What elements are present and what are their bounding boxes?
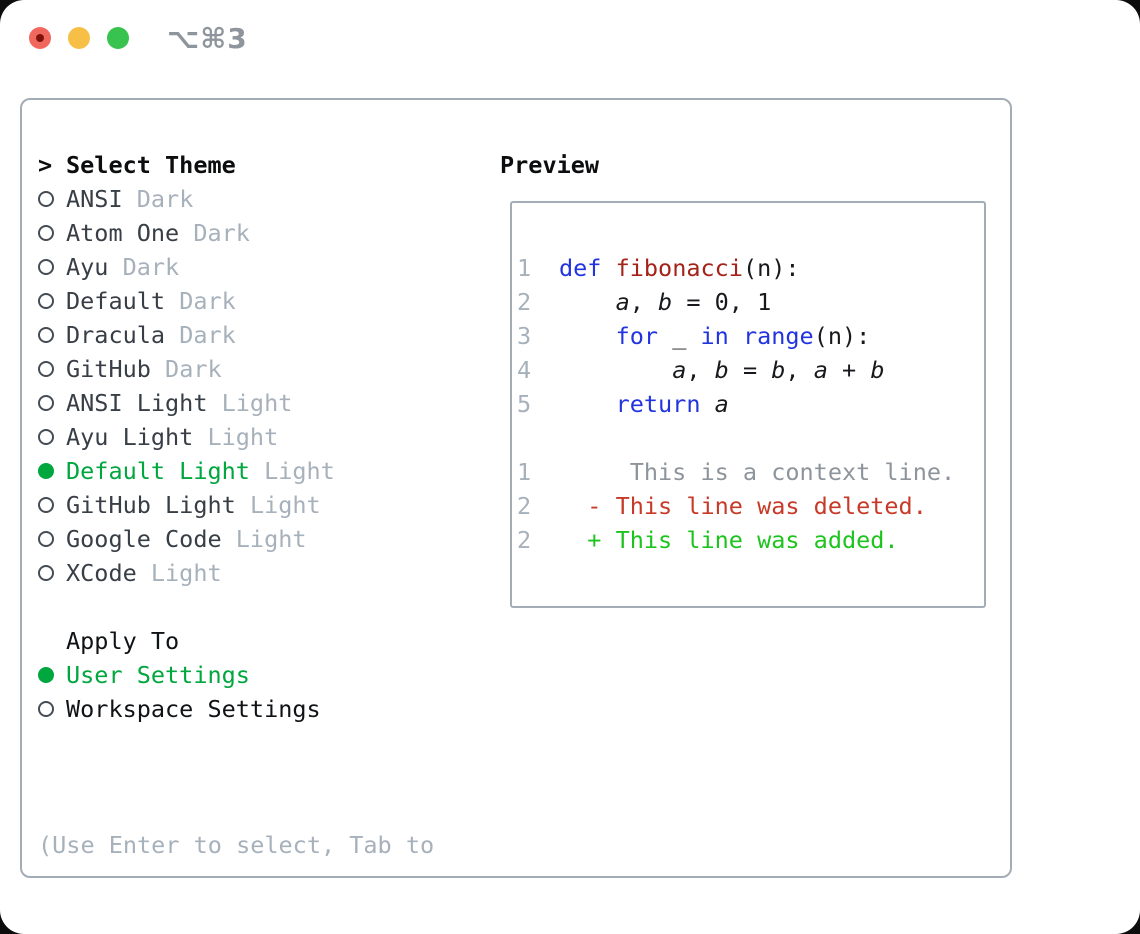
minimize-button-icon[interactable] (68, 27, 90, 49)
theme-option-ansi-light[interactable]: ANSI Light Light (38, 386, 335, 420)
diff-content: - This line was deleted. (559, 492, 927, 520)
theme-variant-badge: Dark (193, 219, 250, 247)
radio-selected-icon (38, 667, 66, 683)
apply-to-option-label: Workspace Settings (66, 695, 321, 723)
line-number: 2 (517, 492, 532, 520)
radio-unselected-icon (38, 531, 66, 547)
code-content: def fibonacci(n): (559, 254, 800, 282)
apply-to-title: Apply To (66, 627, 180, 655)
line-number: 1 (517, 254, 532, 282)
preview-diff-line-deleted: 2 - This line was deleted. (512, 489, 984, 523)
theme-option-dracula[interactable]: Dracula Dark (38, 318, 335, 352)
help-line: (Use Enter to select, Tab to (38, 831, 435, 859)
code-content: a, b = 0, 1 (615, 288, 772, 316)
theme-option-google-code[interactable]: Google Code Light (38, 522, 335, 556)
theme-option-ansi[interactable]: ANSI Dark (38, 182, 335, 216)
theme-name: Dracula (66, 321, 180, 349)
radio-unselected-icon (38, 361, 66, 377)
help-line: change focus) (38, 930, 434, 934)
theme-name: ANSI Light (66, 389, 222, 417)
line-number: 1 (517, 458, 532, 486)
theme-name: Atom One (66, 219, 194, 247)
theme-name: Google Code (66, 525, 236, 553)
theme-name: Default Light (66, 457, 265, 485)
theme-list-header-row: > Select Theme (38, 148, 335, 182)
apply-to-option-user-settings[interactable]: User Settings (38, 658, 335, 692)
preview-diff-line-added: 2 + This line was added. (512, 523, 984, 557)
theme-variant-badge: Light (264, 457, 335, 485)
preview-code-line: 5 return a (512, 387, 984, 421)
spacer (512, 217, 984, 251)
help-text: (Use Enter to select, Tab to change focu… (38, 760, 434, 934)
theme-name: Ayu Light (66, 423, 208, 451)
spacer (38, 590, 335, 624)
theme-variant-badge: Dark (179, 287, 236, 315)
preview-diff-line-context: 1 This is a context line. (512, 455, 984, 489)
window-title-shortcut: ⌥⌘3 (167, 22, 248, 55)
theme-option-xcode[interactable]: XCode Light (38, 556, 335, 590)
diff-content: + This line was added. (559, 526, 899, 554)
theme-option-default[interactable]: Default Dark (38, 284, 335, 318)
theme-option-ayu[interactable]: Ayu Dark (38, 250, 335, 284)
code-content: return a (615, 390, 729, 418)
line-number: 2 (517, 288, 532, 316)
radio-unselected-icon (38, 293, 66, 309)
apply-to-header-row: Apply To (38, 624, 335, 658)
radio-unselected-icon (38, 497, 66, 513)
window-controls (29, 27, 129, 49)
theme-name: XCode (66, 559, 151, 587)
theme-variant-badge: Light (249, 491, 321, 519)
theme-variant-badge: Dark (165, 355, 222, 383)
focus-arrow-icon: > (38, 151, 53, 179)
code-content: a, b = b, a + b (672, 356, 885, 384)
radio-unselected-icon (38, 259, 66, 275)
radio-unselected-icon (38, 701, 66, 717)
radio-unselected-icon (38, 191, 66, 207)
theme-name: GitHub (66, 355, 166, 383)
theme-variant-badge: Dark (122, 253, 180, 281)
theme-variant-badge: Light (207, 423, 279, 451)
theme-variant-badge: Light (150, 559, 222, 587)
preview-code-line: 1 def fibonacci(n): (512, 251, 984, 285)
apply-to-option-label: User Settings (66, 661, 250, 689)
spacer (512, 421, 984, 455)
radio-unselected-icon (38, 429, 66, 445)
radio-unselected-icon (38, 327, 66, 343)
theme-option-default-light[interactable]: Default Light Light (38, 454, 335, 488)
radio-unselected-icon (38, 565, 66, 581)
theme-name: GitHub Light (66, 491, 250, 519)
theme-variant-badge: Light (235, 525, 307, 553)
theme-name: ANSI (66, 185, 137, 213)
preview-code-line: 3 for _ in range(n): (512, 319, 984, 353)
theme-list-title: Select Theme (66, 151, 236, 179)
theme-name: Default (66, 287, 180, 315)
line-number: 2 (517, 526, 532, 554)
theme-option-atom-one[interactable]: Atom One Dark (38, 216, 335, 250)
zoom-button-icon[interactable] (107, 27, 129, 49)
theme-option-github[interactable]: GitHub Dark (38, 352, 335, 386)
theme-option-ayu-light[interactable]: Ayu Light Light (38, 420, 335, 454)
theme-variant-badge: Dark (136, 185, 194, 213)
code-content: for _ in range(n): (615, 322, 871, 350)
apply-to-option-workspace-settings[interactable]: Workspace Settings (38, 692, 335, 726)
radio-unselected-icon (38, 225, 66, 241)
preview-code-line: 4 a, b = b, a + b (512, 353, 984, 387)
theme-variant-badge: Dark (179, 321, 236, 349)
preview-code-line: 2 a, b = 0, 1 (512, 285, 984, 319)
line-number: 5 (517, 390, 532, 418)
preview-title: Preview (500, 151, 600, 179)
close-button-icon[interactable] (29, 27, 51, 49)
theme-option-github-light[interactable]: GitHub Light Light (38, 488, 335, 522)
diff-content: This is a context line. (559, 458, 956, 486)
theme-variant-badge: Light (221, 389, 293, 417)
line-number: 3 (517, 322, 532, 350)
line-number: 4 (517, 356, 532, 384)
radio-selected-icon (38, 463, 66, 479)
theme-name: Ayu (66, 253, 123, 281)
radio-unselected-icon (38, 395, 66, 411)
